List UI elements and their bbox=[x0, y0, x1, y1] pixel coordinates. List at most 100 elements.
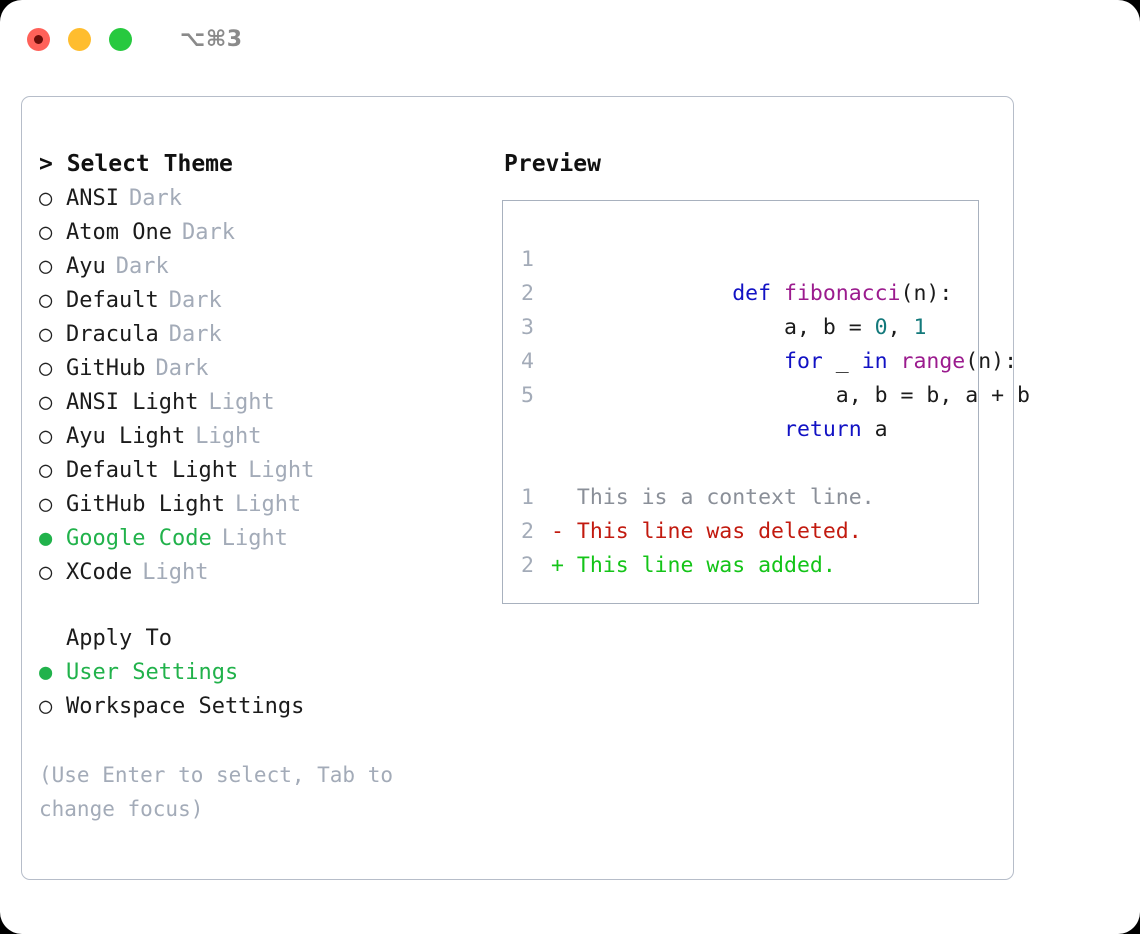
theme-kind-badge: Dark bbox=[168, 322, 222, 347]
code-line-number: 5 bbox=[521, 383, 534, 408]
title-bar: ⌥⌘3 bbox=[0, 0, 1140, 78]
theme-list-item-dracula[interactable]: ○ Dracula Dark bbox=[39, 318, 492, 352]
theme-list-item-ayu[interactable]: ○ Ayu Dark bbox=[39, 250, 492, 284]
code-token: fibonacci bbox=[784, 281, 901, 306]
code-token: def bbox=[732, 281, 784, 306]
theme-kind-badge: Light bbox=[234, 492, 302, 517]
radio-unselected-icon: ○ bbox=[39, 424, 53, 449]
code-line: 5 return a bbox=[521, 379, 978, 442]
code-token: in bbox=[861, 349, 888, 374]
radio-unselected-icon: ○ bbox=[39, 390, 53, 415]
theme-kind-badge: Dark bbox=[168, 288, 222, 313]
code-line: 2 a, b = 0, 1 bbox=[521, 277, 978, 340]
theme-name: Atom One bbox=[66, 220, 172, 245]
theme-name: XCode bbox=[66, 560, 133, 585]
apply-to-title: Apply To bbox=[66, 626, 172, 651]
code-line-text: def fibonacci(n): bbox=[551, 243, 952, 345]
theme-list-item-github-light[interactable]: ○ GitHub Light Light bbox=[39, 488, 492, 522]
diff-line-number: 2 bbox=[521, 553, 534, 578]
keyboard-hint-text: (Use Enter to select, Tab to change focu… bbox=[39, 763, 406, 821]
maximize-window-icon[interactable] bbox=[109, 27, 132, 51]
theme-list-item-atom-one[interactable]: ○ Atom One Dark bbox=[39, 216, 492, 250]
theme-kind-badge: Light bbox=[221, 526, 288, 551]
theme-list-item-github[interactable]: ○ GitHub Dark bbox=[39, 352, 492, 386]
theme-list-item-ansi[interactable]: ○ ANSI Dark bbox=[39, 182, 492, 216]
preview-code-box: 1 def fibonacci(n): 2 a, b = 0, 1 3 bbox=[502, 200, 1030, 604]
theme-name: Default bbox=[66, 288, 159, 313]
theme-kind-badge: Dark bbox=[181, 220, 235, 245]
code-line: 3 for _ in range(n): bbox=[521, 311, 1017, 374]
radio-unselected-icon: ○ bbox=[39, 458, 53, 483]
theme-list-item-google-code[interactable]: ● Google Code Light bbox=[39, 522, 492, 556]
code-line-number: 3 bbox=[521, 315, 534, 340]
theme-name: GitHub bbox=[66, 356, 146, 381]
radio-unselected-icon: ○ bbox=[39, 492, 53, 517]
theme-name: Ayu bbox=[66, 254, 106, 279]
apply-to-option-label: Workspace Settings bbox=[66, 694, 305, 719]
traffic-lights bbox=[27, 27, 132, 51]
radio-unselected-icon: ○ bbox=[39, 254, 53, 279]
theme-name: GitHub Light bbox=[66, 492, 225, 517]
close-window-icon[interactable] bbox=[27, 27, 50, 51]
theme-selection-dialog: > Select Theme ○ ANSI Dark ○ Atom One Da… bbox=[21, 96, 1030, 880]
radio-selected-icon: ● bbox=[39, 526, 53, 551]
theme-list: ○ ANSI Dark ○ Atom One Dark ○ Ayu Dark bbox=[39, 182, 492, 590]
keyboard-shortcut-label: ⌥⌘3 bbox=[180, 26, 243, 52]
theme-name: ANSI Light bbox=[66, 390, 199, 415]
diff-line-text: + This line was added. bbox=[551, 553, 836, 578]
code-line-number: 1 bbox=[521, 247, 534, 272]
theme-name: Default Light bbox=[66, 458, 239, 483]
diff-line-context: 1 This is a context line. bbox=[521, 481, 978, 515]
code-token: _ bbox=[822, 349, 862, 374]
code-token: 1 bbox=[913, 315, 927, 340]
code-line-text: a, b = 0, 1 bbox=[551, 277, 926, 379]
radio-unselected-icon: ○ bbox=[39, 694, 53, 719]
theme-list-item-default-light[interactable]: ○ Default Light Light bbox=[39, 454, 492, 488]
preview-title: Preview bbox=[504, 151, 601, 177]
code-line: 1 def fibonacci(n): bbox=[521, 243, 978, 306]
code-token: , bbox=[887, 315, 914, 340]
radio-unselected-icon: ○ bbox=[39, 288, 53, 313]
theme-name: Dracula bbox=[66, 322, 159, 347]
theme-list-item-default[interactable]: ○ Default Dark bbox=[39, 284, 492, 318]
code-line: 4 a, b = b, a + b bbox=[521, 345, 1030, 408]
code-token bbox=[732, 417, 784, 442]
diff-line-text: This is a context line. bbox=[551, 485, 875, 510]
preview-pane: Preview 1 def fibonacci(n): 2 a, b = 0, … bbox=[492, 97, 1030, 879]
radio-unselected-icon: ○ bbox=[39, 322, 53, 347]
theme-kind-badge: Light bbox=[248, 458, 315, 483]
diff-line-added: 2 + This line was added. bbox=[521, 549, 978, 583]
code-token: a, b = bbox=[732, 315, 875, 340]
code-line-number: 4 bbox=[521, 349, 534, 374]
theme-list-item-ayu-light[interactable]: ○ Ayu Light Light bbox=[39, 420, 492, 454]
theme-name: Ayu Light bbox=[66, 424, 186, 449]
minimize-window-icon[interactable] bbox=[68, 27, 91, 51]
theme-kind-badge: Light bbox=[195, 424, 262, 449]
radio-unselected-icon: ○ bbox=[39, 186, 53, 211]
code-line-text: a, b = b, a + b bbox=[551, 345, 1030, 447]
radio-unselected-icon: ○ bbox=[39, 560, 53, 585]
code-token: range bbox=[900, 349, 966, 374]
code-token: for bbox=[784, 349, 823, 374]
code-token: return bbox=[784, 417, 862, 442]
apply-to-option-user-settings[interactable]: ● User Settings bbox=[39, 656, 492, 690]
theme-list-item-ansi-light[interactable]: ○ ANSI Light Light bbox=[39, 386, 492, 420]
code-token: 0 bbox=[874, 315, 888, 340]
radio-unselected-icon: ○ bbox=[39, 356, 53, 381]
code-line-number: 2 bbox=[521, 281, 534, 306]
apply-to-option-workspace-settings[interactable]: ○ Workspace Settings bbox=[39, 690, 492, 724]
theme-list-item-xcode[interactable]: ○ XCode Light bbox=[39, 556, 492, 590]
theme-kind-badge: Dark bbox=[155, 356, 209, 381]
theme-kind-badge: Dark bbox=[128, 186, 182, 211]
theme-name: Google Code bbox=[66, 526, 212, 551]
radio-selected-icon: ● bbox=[39, 660, 53, 685]
select-theme-header: > Select Theme bbox=[39, 151, 233, 177]
theme-kind-badge: Light bbox=[142, 560, 209, 585]
theme-kind-badge: Dark bbox=[115, 254, 169, 279]
diff-line-deleted: 2 - This line was deleted. bbox=[521, 515, 978, 549]
code-token: a bbox=[861, 417, 888, 442]
theme-kind-badge: Light bbox=[208, 390, 275, 415]
diff-line-text: - This line was deleted. bbox=[551, 519, 862, 544]
code-token: a, b = b, a + b bbox=[732, 383, 1030, 408]
